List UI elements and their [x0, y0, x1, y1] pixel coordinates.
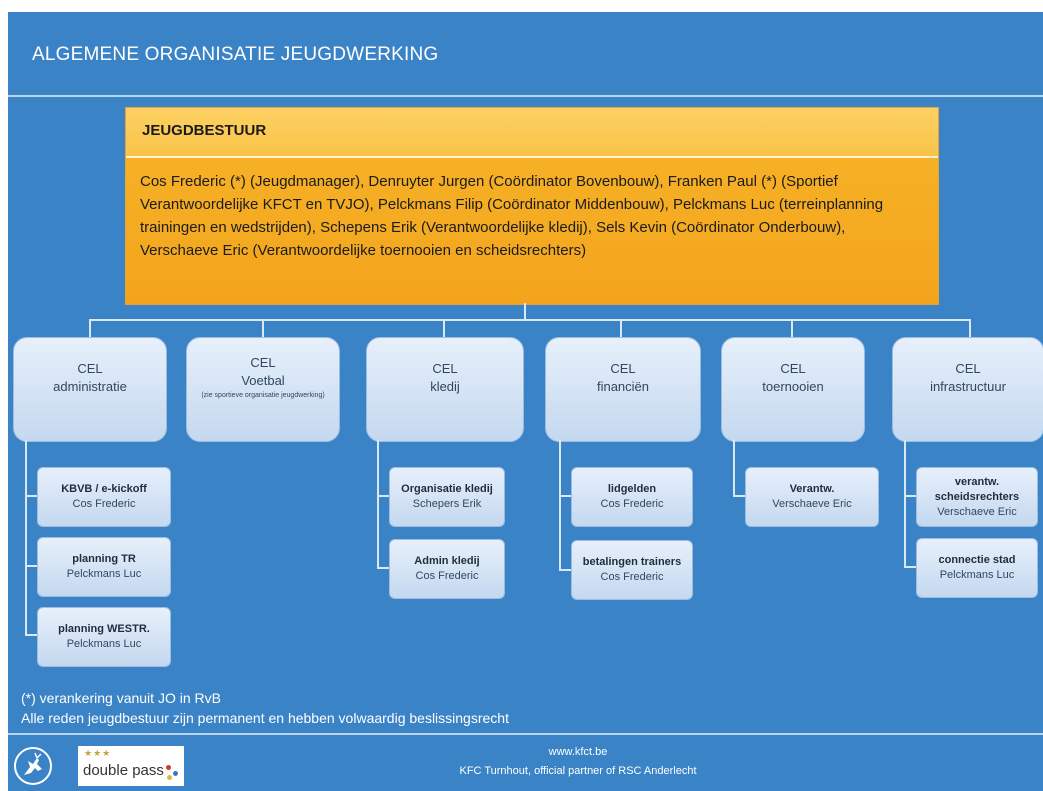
page-title: ALGEMENE ORGANISATIE JEUGDWERKING	[32, 44, 439, 65]
role-title: verantw. scheidsrechters	[934, 475, 1020, 503]
double-pass-logo: ★★★ double pass	[78, 746, 184, 786]
connector-cel-1	[89, 319, 91, 337]
jeugdbestuur-members: Cos Frederic (*) (Jeugdmanager), Denruyt…	[140, 173, 884, 259]
cel-name: toernooien	[762, 379, 824, 394]
cel-voetbal: CEL Voetbal (zie sportieve organisatie j…	[186, 337, 340, 442]
dot-icon	[166, 765, 171, 770]
cel-note: (zie sportieve organisatie jeugdwerking)	[201, 392, 325, 399]
role-box: lidgelden Cos Frederic	[571, 467, 693, 527]
role-box: connectie stad Pelckmans Luc	[916, 538, 1038, 598]
role-person: Verschaeve Eric	[937, 505, 1017, 518]
stub	[377, 567, 389, 569]
connector-horizontal	[89, 319, 971, 321]
role-title: planning TR	[72, 553, 136, 565]
cel-name: financiën	[596, 379, 650, 394]
role-title: Admin kledij	[414, 555, 480, 567]
connector-board-stem	[524, 303, 526, 320]
cel-administratie: CEL administratie	[13, 337, 167, 442]
role-person: Cos Frederic	[415, 570, 479, 582]
jeugdbestuur-box: JEUGDBESTUUR Cos Frederic (*) (Jeugdmana…	[125, 107, 939, 305]
cel-financien: CEL financiën	[545, 337, 701, 442]
connector-cel-2	[262, 319, 264, 337]
jeugdbestuur-title: JEUGDBESTUUR	[142, 122, 267, 139]
cel-kledij: CEL kledij	[366, 337, 524, 442]
role-title: planning WESTR.	[58, 623, 150, 635]
stub	[559, 569, 571, 571]
cel-label: CEL	[955, 361, 981, 376]
stub	[25, 634, 37, 636]
role-title: Organisatie kledij	[401, 483, 493, 495]
cel-name: administratie	[53, 379, 127, 394]
connector-cel-6	[969, 319, 971, 337]
cel-label: CEL	[432, 361, 458, 376]
role-person: Cos Frederic	[72, 498, 136, 510]
role-box: planning TR Pelckmans Luc	[37, 537, 171, 597]
cel-label: CEL	[780, 361, 806, 376]
footer-url: www.kfct.be	[548, 746, 608, 758]
role-person: Schepers Erik	[412, 498, 482, 510]
stub	[733, 495, 745, 497]
branch-infrastructuur	[904, 440, 906, 567]
title-divider	[8, 95, 1043, 97]
branch-toernooien	[733, 440, 735, 496]
cel-toernooien: CEL toernooien	[721, 337, 865, 442]
role-box: KBVB / e-kickoff Cos Frederic	[37, 467, 171, 527]
branch-kledij	[377, 440, 379, 568]
connector-cel-5	[791, 319, 793, 337]
role-box: betalingen trainers Cos Frederic	[571, 540, 693, 600]
role-person: Pelckmans Luc	[939, 569, 1015, 581]
stub	[559, 495, 571, 497]
role-title: Verantw.	[789, 483, 835, 495]
role-title: KBVB / e-kickoff	[61, 483, 147, 495]
connector-cel-3	[443, 319, 445, 337]
connector-cel-4	[620, 319, 622, 337]
role-box: Admin kledij Cos Frederic	[389, 539, 505, 599]
double-pass-stars: ★★★	[84, 748, 112, 758]
cel-label: CEL	[610, 361, 636, 376]
role-person: Cos Frederic	[600, 498, 664, 510]
dot-icon	[173, 771, 178, 776]
role-box: planning WESTR. Pelckmans Luc	[37, 607, 171, 667]
footnote-1: (*) verankering vanuit JO in RvB	[21, 690, 221, 706]
footer-divider	[8, 733, 1043, 735]
role-person: Pelckmans Luc	[66, 568, 142, 580]
jeugdbestuur-divider	[126, 156, 938, 158]
role-box: Verantw. Verschaeve Eric	[745, 467, 879, 527]
deer-logo-icon	[14, 747, 52, 785]
jeugdbestuur-header: JEUGDBESTUUR	[126, 108, 938, 156]
cel-name: Voetbal	[241, 373, 285, 388]
role-person: Pelckmans Luc	[66, 638, 142, 650]
stub	[377, 495, 389, 497]
cel-infrastructuur: CEL infrastructuur	[892, 337, 1043, 442]
double-pass-text: double pass	[83, 762, 164, 779]
footnote-2: Alle reden jeugdbestuur zijn permanent e…	[21, 710, 509, 726]
footer-partner: KFC Turnhout, official partner of RSC An…	[459, 765, 697, 777]
slide: ALGEMENE ORGANISATIE JEUGDWERKING JEUGDB…	[8, 12, 1043, 791]
role-title: betalingen trainers	[582, 556, 682, 568]
stub	[904, 495, 916, 497]
cel-name: kledij	[430, 379, 460, 394]
stub	[25, 565, 37, 567]
stub	[904, 566, 916, 568]
cel-name: infrastructuur	[930, 379, 1006, 394]
role-title: connectie stad	[938, 554, 1016, 566]
role-title: lidgelden	[607, 483, 657, 495]
stub	[25, 495, 37, 497]
cel-label: CEL	[77, 361, 103, 376]
branch-financien	[559, 440, 561, 570]
role-box: Organisatie kledij Schepers Erik	[389, 467, 505, 527]
role-box: verantw. scheidsrechters Verschaeve Eric	[916, 467, 1038, 527]
dot-icon	[167, 775, 172, 780]
cel-label: CEL	[250, 355, 276, 370]
role-person: Verschaeve Eric	[772, 498, 852, 510]
branch-administratie	[25, 440, 27, 635]
role-person: Cos Frederic	[600, 571, 664, 583]
